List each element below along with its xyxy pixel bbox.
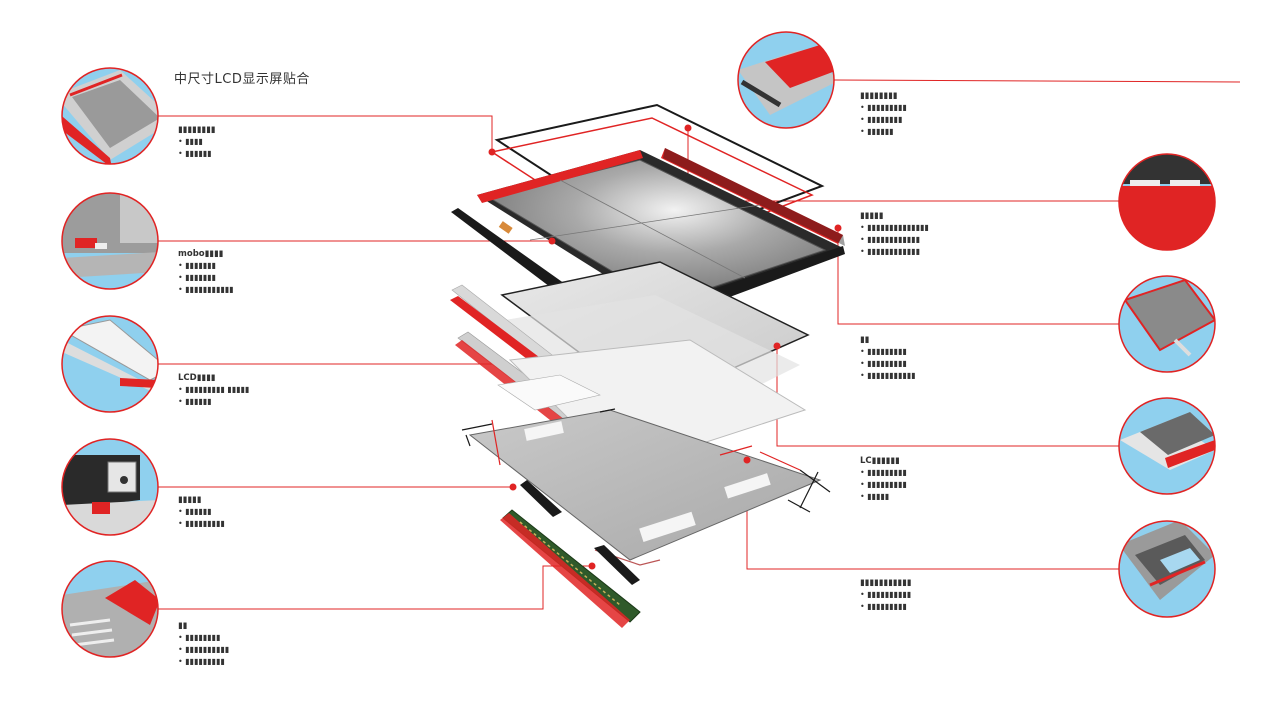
- label-item: ▮▮▮▮▮▮▮▮▮: [860, 102, 907, 114]
- label-items: ▮▮▮▮▮▮▮▮▮ ▮▮▮▮▮ ▮▮▮▮▮▮: [178, 384, 249, 408]
- label-item: ▮▮▮▮▮▮▮▮▮: [860, 346, 916, 358]
- label-right-1: ▮▮▮▮▮▮▮▮ ▮▮▮▮▮▮▮▮▮ ▮▮▮▮▮▮▮▮ ▮▮▮▮▮▮: [860, 90, 907, 138]
- label-left-1: ▮▮▮▮▮▮▮▮ ▮▮▮▮ ▮▮▮▮▮▮: [178, 124, 215, 160]
- label-item: ▮▮▮▮▮▮▮▮▮: [860, 601, 911, 613]
- label-heading: ▮▮▮▮▮▮▮▮: [860, 91, 898, 101]
- label-item: ▮▮▮▮▮▮: [178, 396, 249, 408]
- label-item: ▮▮▮▮▮▮: [860, 126, 907, 138]
- detail-circle-left-5: [61, 560, 159, 658]
- detail-circle-right-5: [1118, 520, 1216, 618]
- label-item: ▮▮▮▮▮▮▮▮▮▮▮▮▮▮: [860, 222, 929, 234]
- label-items: ▮▮▮▮▮▮▮▮▮ ▮▮▮▮▮▮▮▮▮ ▮▮▮▮▮: [860, 467, 907, 503]
- label-right-5: ▮▮▮▮▮▮▮▮▮▮▮ ▮▮▮▮▮▮▮▮▮▮ ▮▮▮▮▮▮▮▮▮: [860, 577, 911, 613]
- leader-line-right-1: [833, 79, 1241, 83]
- label-items: ▮▮▮▮ ▮▮▮▮▮▮: [178, 136, 215, 160]
- label-item: ▮▮▮▮▮▮▮▮▮: [860, 467, 907, 479]
- leader-lines: [158, 79, 1241, 610]
- label-item: ▮▮▮▮▮▮▮▮▮: [860, 358, 916, 370]
- detail-circle-right-4: [1118, 397, 1216, 495]
- label-items: ▮▮▮▮▮▮▮▮▮ ▮▮▮▮▮▮▮▮▮ ▮▮▮▮▮▮▮▮▮▮▮: [860, 346, 916, 382]
- label-left-4: ▮▮▮▮▮ ▮▮▮▮▮▮ ▮▮▮▮▮▮▮▮▮: [178, 494, 225, 530]
- detail-circle-right-1: [737, 31, 835, 129]
- label-heading: mobo▮▮▮▮: [178, 249, 224, 259]
- detail-circle-left-4: [61, 438, 159, 536]
- label-right-2: ▮▮▮▮▮ ▮▮▮▮▮▮▮▮▮▮▮▮▮▮ ▮▮▮▮▮▮▮▮▮▮▮▮ ▮▮▮▮▮▮…: [860, 210, 929, 258]
- label-right-4: LC▮▮▮▮▮▮ ▮▮▮▮▮▮▮▮▮ ▮▮▮▮▮▮▮▮▮ ▮▮▮▮▮: [860, 455, 907, 503]
- detail-circle-left-3: [61, 315, 159, 413]
- label-items: ▮▮▮▮▮▮ ▮▮▮▮▮▮▮▮▮: [178, 506, 225, 530]
- label-heading: ▮▮▮▮▮▮▮▮: [178, 125, 216, 135]
- detail-circle-left-1: [61, 67, 159, 165]
- label-item: ▮▮▮▮▮▮▮▮: [178, 632, 229, 644]
- front-frame-layer: [477, 148, 845, 313]
- label-right-3: ▮▮ ▮▮▮▮▮▮▮▮▮ ▮▮▮▮▮▮▮▮▮ ▮▮▮▮▮▮▮▮▮▮▮: [860, 334, 916, 382]
- label-left-3: LCD▮▮▮▮ ▮▮▮▮▮▮▮▮▮ ▮▮▮▮▮ ▮▮▮▮▮▮: [178, 372, 249, 408]
- leader-line-right-2: [687, 128, 1119, 202]
- label-items: ▮▮▮▮▮▮▮▮▮ ▮▮▮▮▮▮▮▮ ▮▮▮▮▮▮: [860, 102, 907, 138]
- label-heading: LC▮▮▮▮▮▮: [860, 456, 900, 466]
- diagram-title: 中尺寸LCD显示屏贴合: [174, 72, 310, 87]
- detail-circle-right-2: [1118, 153, 1216, 251]
- lcd-stack: [450, 103, 845, 628]
- label-heading: ▮▮▮▮▮: [860, 211, 884, 221]
- label-item: ▮▮▮▮▮▮: [178, 148, 215, 160]
- pcb-layer: [500, 480, 641, 628]
- detail-circle-right-3: [1118, 275, 1216, 373]
- callout-dots: [488, 124, 842, 570]
- label-items: ▮▮▮▮▮▮▮▮ ▮▮▮▮▮▮▮▮▮▮ ▮▮▮▮▮▮▮▮▮: [178, 632, 229, 668]
- leader-line-right-3: [837, 228, 1119, 325]
- label-items: ▮▮▮▮▮▮▮▮▮▮ ▮▮▮▮▮▮▮▮▮: [860, 589, 911, 613]
- label-item: ▮▮▮▮▮▮▮▮▮▮▮▮: [860, 246, 929, 258]
- label-items: ▮▮▮▮▮▮▮▮▮▮▮▮▮▮ ▮▮▮▮▮▮▮▮▮▮▮▮ ▮▮▮▮▮▮▮▮▮▮▮▮: [860, 222, 929, 258]
- leader-line-left-1: [158, 115, 493, 152]
- label-heading: ▮▮▮▮▮▮▮▮▮▮▮: [860, 578, 912, 588]
- label-items: ▮▮▮▮▮▮▮ ▮▮▮▮▮▮▮ ▮▮▮▮▮▮▮▮▮▮▮: [178, 260, 234, 296]
- label-heading: ▮▮▮▮▮: [178, 495, 202, 505]
- label-item: ▮▮▮▮▮▮▮▮▮▮▮▮: [860, 234, 929, 246]
- label-item: ▮▮▮▮▮▮▮: [178, 260, 234, 272]
- label-heading: ▮▮: [860, 335, 870, 345]
- detail-circle-left-2: [61, 192, 159, 290]
- label-item: ▮▮▮▮▮▮: [178, 506, 225, 518]
- back-plate-layer: [461, 408, 831, 566]
- label-item: ▮▮▮▮▮▮▮▮▮: [178, 656, 229, 668]
- leader-line-right-4: [776, 346, 1119, 447]
- label-left-5: ▮▮ ▮▮▮▮▮▮▮▮ ▮▮▮▮▮▮▮▮▮▮ ▮▮▮▮▮▮▮▮▮: [178, 620, 229, 668]
- label-item: ▮▮▮▮▮▮▮▮▮▮▮: [178, 284, 233, 296]
- label-heading: ▮▮: [178, 621, 188, 631]
- label-item: ▮▮▮▮▮▮▮▮▮▮▮: [860, 370, 915, 382]
- label-item: ▮▮▮▮▮▮▮▮▮: [178, 518, 225, 530]
- label-item: ▮▮▮▮▮▮▮▮▮: [860, 479, 907, 491]
- label-heading: LCD▮▮▮▮: [178, 373, 216, 383]
- leader-line-left-5: [158, 565, 592, 610]
- label-item: ▮▮▮▮: [178, 136, 215, 148]
- label-item: ▮▮▮▮▮▮▮: [178, 272, 234, 284]
- label-item: ▮▮▮▮▮▮▮▮▮ ▮▮▮▮▮: [178, 384, 249, 396]
- label-item: ▮▮▮▮▮▮▮▮: [860, 114, 907, 126]
- label-item: ▮▮▮▮▮▮▮▮▮▮: [860, 589, 911, 601]
- label-item: ▮▮▮▮▮▮▮▮▮▮: [178, 644, 229, 656]
- label-item: ▮▮▮▮▮: [860, 491, 907, 503]
- label-left-2: mobo▮▮▮▮ ▮▮▮▮▮▮▮ ▮▮▮▮▮▮▮ ▮▮▮▮▮▮▮▮▮▮▮: [178, 248, 234, 296]
